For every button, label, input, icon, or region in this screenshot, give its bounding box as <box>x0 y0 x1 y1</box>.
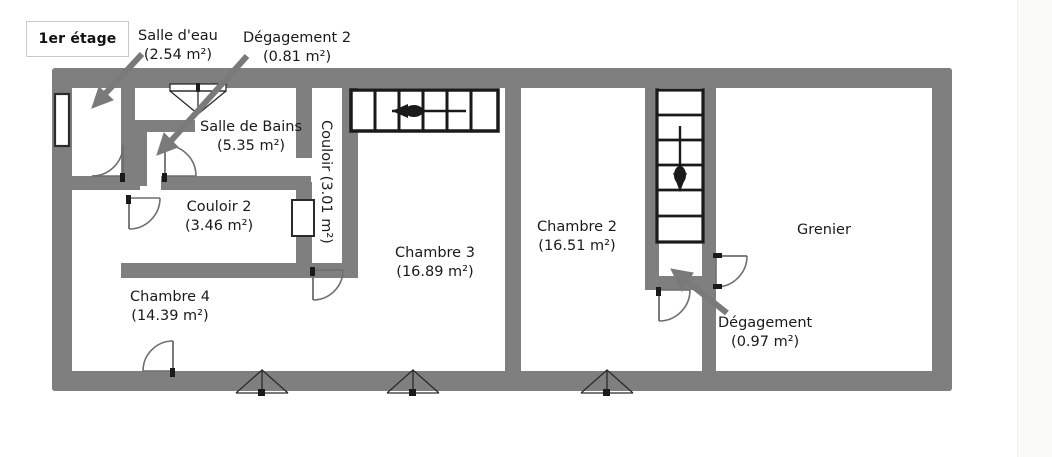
door-degagement-chambre2 <box>656 287 691 322</box>
window-group <box>53 83 634 396</box>
door-grenier <box>713 253 748 289</box>
exterior-wall-bottom <box>52 371 952 391</box>
exterior-wall-top <box>52 68 952 88</box>
window-bottom-chambre4 <box>235 369 289 396</box>
wall-group <box>52 68 952 391</box>
window-couloir-opening <box>291 199 315 237</box>
label-degagement-area: (0.97 m²) <box>731 334 800 351</box>
label-degagement: Dégagement (0.97 m²) <box>718 314 812 352</box>
leader-arrow-group <box>91 51 729 316</box>
door-chambre4 <box>126 195 161 230</box>
door-group <box>91 144 748 377</box>
leader-arrow-salle-eau <box>91 51 145 109</box>
window-bottom-chambre2 <box>580 369 634 396</box>
label-salle-d-eau-name: Salle d'eau <box>138 28 218 44</box>
exterior-wall-left <box>52 68 72 391</box>
label-degagement-2: Dégagement 2 (0.81 m²) <box>243 29 351 67</box>
label-salle-de-bains: Salle de Bains (5.35 m²) <box>200 118 302 156</box>
label-salle-d-eau: Salle d'eau (2.54 m²) <box>138 27 218 65</box>
partition-couloir-left <box>296 88 312 158</box>
door-chambre3 <box>310 267 344 301</box>
partition-degagement2-angle <box>135 120 147 186</box>
door-salle-eau <box>91 144 125 182</box>
partition-salle-eau-right <box>121 88 135 186</box>
door-chambre4-bottom <box>142 340 175 377</box>
label-salle-de-bains-area: (5.35 m²) <box>216 138 286 155</box>
window-bottom-chambre3 <box>386 369 440 396</box>
leader-arrow-degagement <box>670 268 729 316</box>
floor-badge: 1er étage <box>26 21 129 57</box>
label-salle-d-eau-area: (2.54 m²) <box>143 47 213 64</box>
label-degagement-2-area: (0.81 m²) <box>262 49 332 66</box>
partition-chambre3-chambre2 <box>505 88 521 371</box>
staircase-horizontal <box>349 88 500 133</box>
partition-stair-grenier <box>702 88 716 285</box>
partition-chambre4-top <box>62 176 140 190</box>
exterior-wall-right <box>932 68 952 391</box>
window-left-exterior <box>53 92 71 148</box>
partition-degagement-grenier <box>702 285 716 371</box>
label-degagement-name: Dégagement <box>718 315 813 331</box>
label-degagement-2-name: Dégagement 2 <box>243 30 352 46</box>
page-right-margin <box>1017 0 1052 457</box>
label-salle-de-bains-name: Salle de Bains <box>200 119 303 135</box>
staircase-vertical <box>655 88 705 244</box>
partition-couloir-right <box>342 88 358 278</box>
partition-salle-bains-bottom <box>161 176 311 190</box>
leader-arrow-degagement-2 <box>156 53 250 156</box>
partition-couloir2-bottom <box>121 263 311 278</box>
